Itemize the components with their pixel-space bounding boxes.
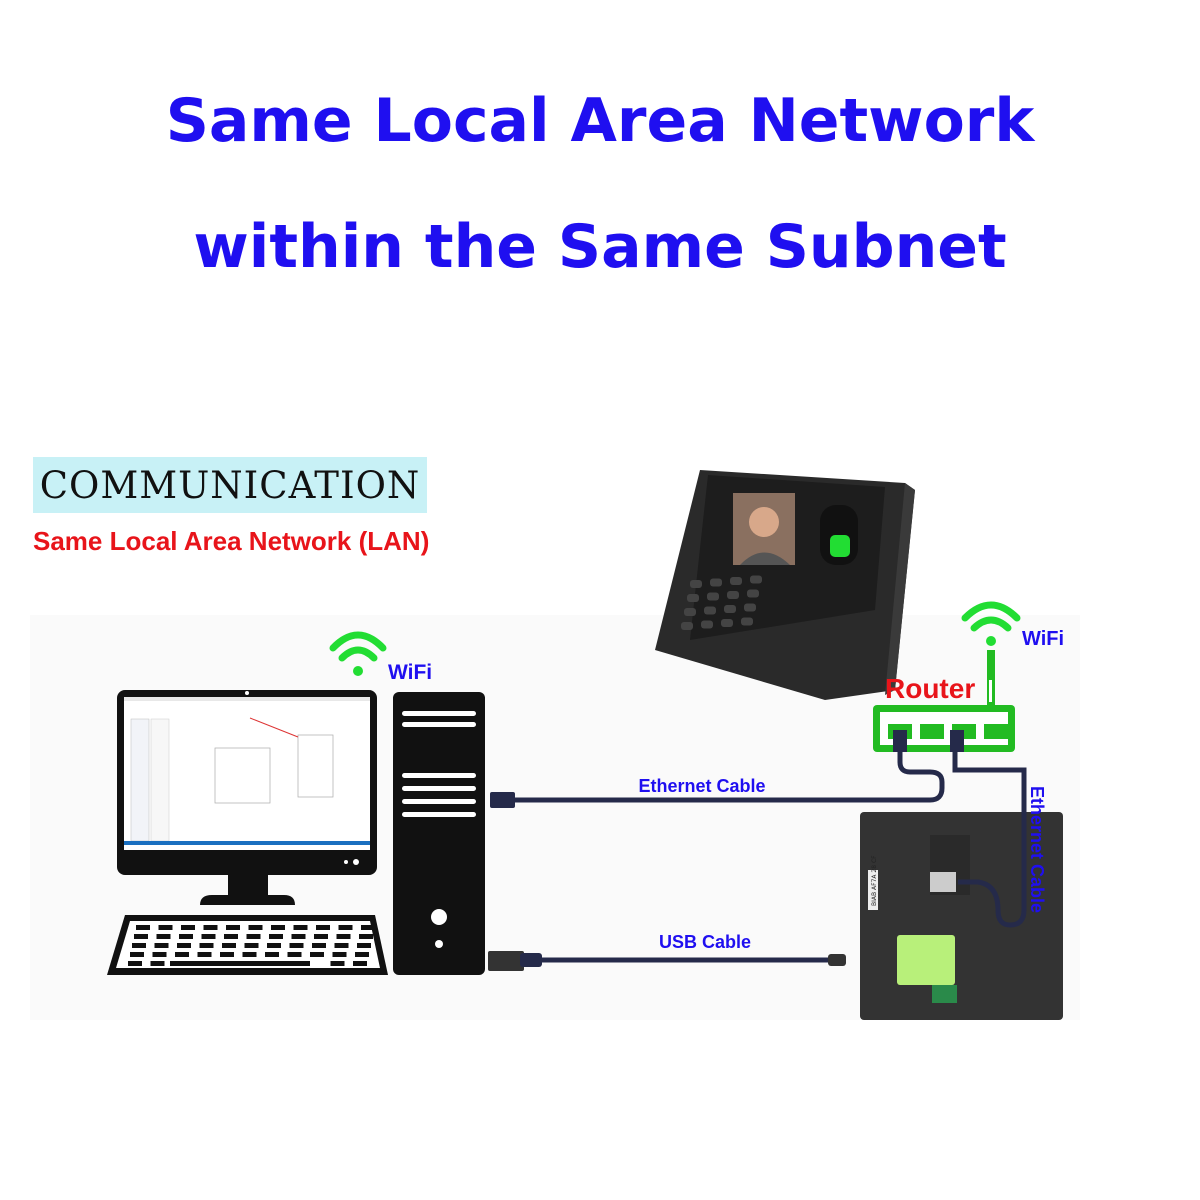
terminal-key (707, 592, 719, 601)
keyboard-key (130, 952, 144, 957)
terminal-key (704, 606, 716, 615)
keyboard (107, 915, 388, 975)
keyboard-key (152, 952, 167, 957)
keyboard-key (220, 952, 234, 957)
title-line-1: Same Local Area Network (165, 86, 1035, 156)
keyboard-key (332, 952, 347, 957)
keyboard-key (291, 934, 306, 939)
rj45-port (930, 872, 956, 892)
keyboard-key (357, 943, 371, 948)
keyboard-key (353, 961, 367, 966)
keyboard-key (312, 943, 326, 948)
ethernet-cable-pc-router (490, 750, 945, 808)
keyboard-key (156, 934, 171, 939)
terminal-key (730, 577, 742, 585)
ethernet-cable-label-vertical: Ethernet Cable (1027, 786, 1047, 913)
terminal-key (750, 575, 762, 584)
keyboard-key (197, 952, 212, 957)
keyboard-key (199, 943, 214, 948)
router-label: Router (885, 673, 975, 704)
rj45-connector-icon (490, 792, 515, 808)
keyboard-key (134, 934, 148, 939)
keyboard-key (246, 934, 261, 939)
keyboard-key (289, 943, 304, 948)
keyboard-key (177, 943, 191, 948)
lan-subtitle: Same Local Area Network (LAN) (33, 526, 430, 556)
keyboard-key (314, 934, 328, 939)
keyboard-key (181, 925, 195, 930)
usb-plug-icon (488, 951, 524, 971)
keyboard-key (201, 934, 216, 939)
keyboard-key (338, 925, 353, 930)
keyboard-key (248, 925, 263, 930)
terminal-key (701, 620, 713, 629)
keyboard-key (226, 925, 240, 930)
terminal-key (747, 589, 759, 598)
keyboard-key (361, 925, 375, 930)
communication-badge: COMMUNICATION (33, 457, 427, 513)
keyboard-key (244, 943, 259, 948)
terminal-key (727, 591, 739, 599)
keyboard-key (265, 952, 279, 957)
wifi-icon-router (961, 601, 1021, 646)
title-line-2: within the Same Subnet (193, 212, 1007, 282)
terminal-key (681, 622, 693, 630)
keyboard-key (336, 934, 351, 939)
keyboard-key (179, 934, 193, 939)
battery (897, 935, 955, 985)
ethernet-cable-label: Ethernet Cable (638, 776, 765, 796)
terminal-key (724, 605, 736, 613)
keyboard-key (316, 925, 330, 930)
keyboard-key (310, 952, 324, 957)
keyboard-key (170, 961, 310, 966)
keyboard-key (271, 925, 285, 930)
usb-cable (488, 951, 846, 971)
wifi-label-router: WiFi (1022, 628, 1064, 650)
attendance-terminal-back: BIAB AF7A 28 CF (860, 812, 1063, 1020)
terminal-key (744, 603, 756, 612)
terminal-key (684, 608, 696, 616)
terminal-key (710, 578, 722, 587)
ethernet-cable-router-device (952, 750, 1027, 928)
keyboard-key (154, 943, 169, 948)
keyboard-key (334, 943, 349, 948)
terminal-key (721, 619, 733, 627)
keyboard-key (269, 934, 283, 939)
keyboard-key (150, 961, 165, 966)
terminal-key (741, 617, 753, 626)
attendance-terminal-front (655, 470, 915, 700)
router (873, 650, 1015, 752)
terminal-key (690, 580, 702, 588)
keyboard-key (359, 934, 373, 939)
keyboard-key (224, 934, 238, 939)
keyboard-key (355, 952, 369, 957)
keyboard-key (132, 943, 146, 948)
keyboard-key (293, 925, 308, 930)
keyboard-key (136, 925, 150, 930)
keyboard-key (158, 925, 173, 930)
keyboard-key (128, 961, 142, 966)
wifi-icon (329, 631, 387, 676)
usb-cable-label: USB Cable (659, 932, 751, 952)
monitor (117, 690, 377, 905)
keyboard-key (222, 943, 236, 948)
wifi-label-pc: WiFi (388, 661, 432, 684)
keyboard-key (267, 943, 281, 948)
keyboard-key (242, 952, 257, 957)
keyboard-key (287, 952, 302, 957)
pc-tower (393, 692, 485, 975)
terminal-key (687, 594, 699, 602)
keyboard-key (203, 925, 218, 930)
serial-label: BIAB AF7A 28 CF (871, 855, 878, 906)
keyboard-key (330, 961, 345, 966)
keyboard-key (175, 952, 189, 957)
